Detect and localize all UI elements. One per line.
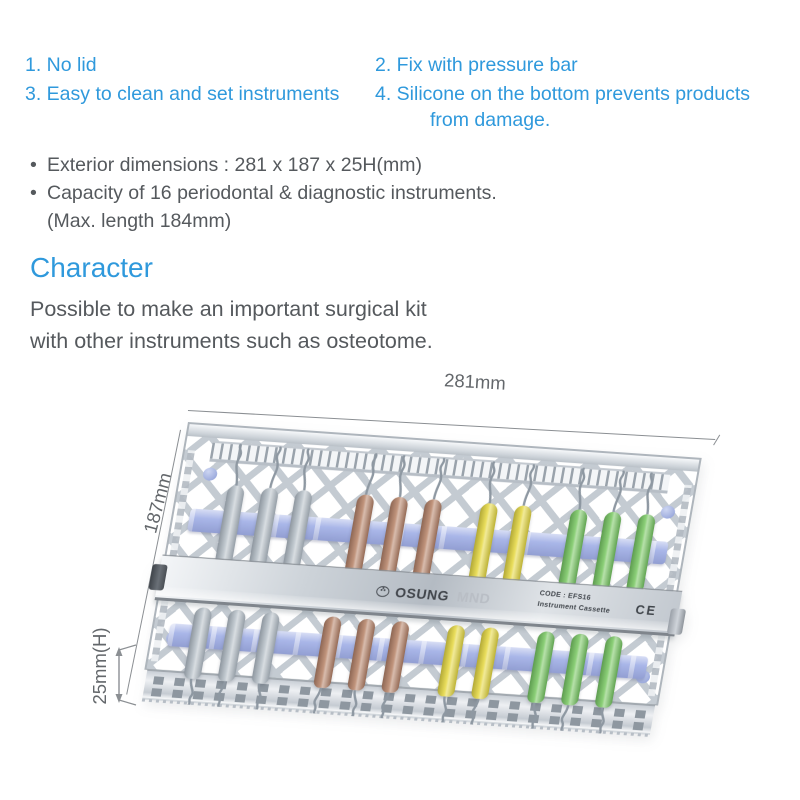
instrument <box>341 618 376 717</box>
instrument <box>377 454 416 577</box>
feature-item-4: 4. Silicone on the bottom prevents produ… <box>375 83 751 132</box>
bullet-icon: • <box>30 182 37 205</box>
bar-code-block: CODE : EFS16 Instrument Cassette <box>536 589 613 617</box>
instrument-tray: OSUNG MND CODE : EFS16 Instrument Casset… <box>139 422 702 735</box>
instrument <box>178 606 213 706</box>
spec-item-3: (Max. length 184mm) <box>30 207 497 235</box>
instrument <box>589 635 624 734</box>
instrument <box>411 457 450 580</box>
instrument <box>375 620 410 720</box>
dimension-label-width: 281mm <box>443 369 507 394</box>
character-heading: Character <box>30 252 153 283</box>
ce-mark: CE <box>634 602 659 619</box>
brand-text: OSUNG <box>393 583 451 604</box>
feature-item-3: 3. Easy to clean and set instruments <box>25 83 340 106</box>
tray-top-face: OSUNG MND CODE : EFS16 Instrument Casset… <box>144 422 702 734</box>
instrument <box>624 472 663 595</box>
spec-text-3: (Max. length 184mm) <box>47 210 232 233</box>
spec-list: • Exterior dimensions : 281 x 187 x 25H(m… <box>30 151 497 235</box>
instrument <box>501 463 540 586</box>
spec-item-2: • Capacity of 16 periodontal & diagnostic… <box>30 179 497 207</box>
feature-item-1: 1. No lid <box>25 54 97 76</box>
instrument <box>213 443 252 566</box>
corner-pad <box>659 505 677 520</box>
character-line-1: Possible to make an important surgical k… <box>30 297 427 321</box>
instrument <box>555 633 590 732</box>
latch-right <box>666 608 687 635</box>
corner-pad <box>201 467 219 482</box>
feature-list: 1. No lid 2. Fix with pressure bar 3. Ea… <box>25 52 792 133</box>
brand-block: OSUNG MND <box>375 583 492 607</box>
spec-item-1: • Exterior dimensions : 281 x 187 x 25H(m… <box>30 151 497 179</box>
instrument <box>246 611 281 710</box>
character-section: Character Possible to make an important … <box>30 252 433 358</box>
instruments-upper <box>190 424 700 595</box>
instrument <box>467 461 506 584</box>
bullet-icon: • <box>30 154 37 176</box>
spec-text-2: Capacity of 16 periodontal & diagnostic … <box>47 182 497 205</box>
spec-text-1: Exterior dimensions : 281 x 187 x 25H(mm… <box>47 154 422 176</box>
dimension-arrow-height-icon <box>115 644 137 706</box>
instrument <box>557 467 596 590</box>
instruments-lower <box>182 424 700 734</box>
instrument <box>212 609 247 708</box>
instrument <box>521 630 556 730</box>
instrument <box>247 446 286 568</box>
instrument <box>281 448 320 571</box>
instrument <box>343 452 382 575</box>
instrument <box>465 627 500 726</box>
instrument <box>431 624 466 723</box>
brand-text-secondary: MND <box>455 588 492 607</box>
instrument <box>591 470 630 592</box>
brand-logo-icon <box>375 585 391 597</box>
feature-item-2: 2. Fix with pressure bar <box>375 54 578 76</box>
instrument <box>307 616 342 715</box>
character-line-2: with other instruments such as osteotome… <box>30 329 433 354</box>
